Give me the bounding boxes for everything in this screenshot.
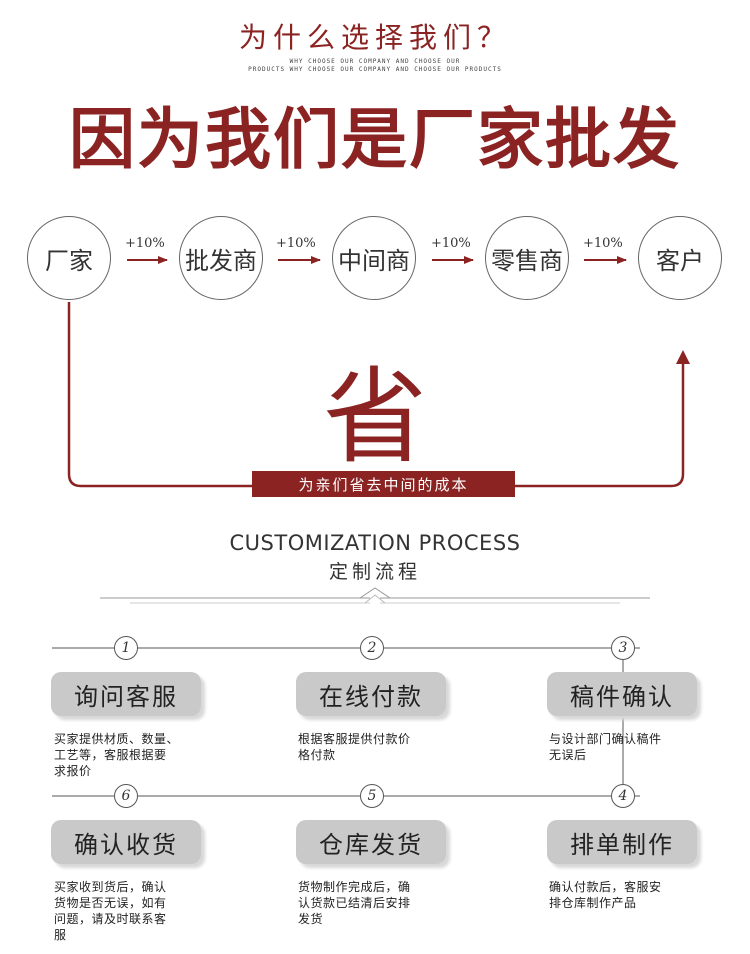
savings-banner: 为亲们省去中间的成本 — [252, 471, 515, 497]
step-label-6: 确认收货 — [51, 820, 201, 864]
step-desc-4: 确认付款后，客服安 排仓库制作产品 — [549, 880, 662, 910]
step-number-6: 6 — [114, 784, 138, 808]
step-desc-5: 货物制作完成后，确 认货款已结清后安排 发货 — [298, 880, 411, 926]
step-number-2: 2 — [360, 636, 384, 660]
node-retailer: 零售商 — [485, 216, 569, 300]
bypass-arrowhead — [676, 350, 690, 364]
page-title: 为什么选择我们？ — [238, 21, 511, 54]
step-desc-6: 买家收到货后，确认 货物是否无误，如有 问题，请及时联系客 服 — [54, 880, 167, 942]
step-desc-1: 买家提供材质、数量、 工艺等，客服根据要 求报价 — [54, 732, 180, 778]
markup-4: +10% — [583, 236, 623, 251]
step-desc-3: 与设计部门确认稿件 无误后 — [549, 732, 662, 762]
headline: 因为我们是厂家批发 — [69, 101, 681, 178]
markup-2: +10% — [276, 236, 316, 251]
subtitle-line-2: PRODUCTS WHY CHOOSE OUR COMPANY AND CHOO… — [248, 66, 502, 73]
process-title-cn: 定制流程 — [328, 561, 421, 583]
step-label-1: 询问客服 — [51, 672, 201, 716]
node-manufacturer: 厂家 — [27, 216, 111, 300]
process-title-en: CUSTOMIZATION PROCESS — [229, 531, 521, 555]
step-label-4: 排单制作 — [547, 820, 697, 864]
bypass-path — [67, 302, 685, 488]
subtitle-line-1: WHY CHOOSE OUR COMPANY AND CHOOSE OUR — [289, 58, 461, 65]
step-number-1: 1 — [114, 636, 138, 660]
save-character: 省 — [322, 356, 427, 478]
node-customer: 客户 — [638, 216, 722, 300]
step-number-5: 5 — [360, 784, 384, 808]
markup-1: +10% — [125, 236, 165, 251]
node-wholesaler: 批发商 — [179, 216, 263, 300]
step-desc-2: 根据客服提供付款价 格付款 — [298, 732, 411, 762]
step-number-3: 3 — [611, 636, 635, 660]
step-label-2: 在线付款 — [296, 672, 446, 716]
step-number-4: 4 — [611, 784, 635, 808]
markup-3: +10% — [431, 236, 471, 251]
step-label-5: 仓库发货 — [296, 820, 446, 864]
node-middleman: 中间商 — [332, 216, 416, 300]
step-label-3: 稿件确认 — [547, 672, 697, 716]
